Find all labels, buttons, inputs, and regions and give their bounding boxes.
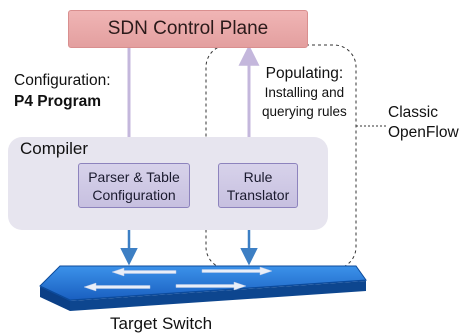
populating-title: Populating: — [265, 65, 344, 82]
populating-line2: querying rules — [262, 104, 347, 119]
rule-box-line1: Rule — [243, 168, 273, 185]
target-switch-icon — [39, 265, 367, 311]
classic-openflow-label: Classic OpenFlow — [388, 103, 459, 143]
p4-program-label: P4 Program — [14, 93, 102, 110]
parser-box-line2: Configuration — [92, 186, 176, 203]
classic-openflow-line1: Classic — [388, 104, 438, 121]
sdn-control-plane-box: SDN Control Plane — [68, 10, 308, 48]
configuration-label: Configuration: P4 Program — [14, 70, 111, 112]
rule-translator-box: Rule Translator — [218, 163, 298, 208]
openflow-dashed-region — [205, 44, 357, 270]
configuration-label-line1: Configuration: — [14, 72, 111, 89]
sdn-control-plane-label: SDN Control Plane — [107, 18, 269, 39]
classic-openflow-line2: OpenFlow — [388, 124, 459, 141]
populating-label: Populating: Installing and querying rule… — [262, 64, 347, 121]
parser-box-line1: Parser & Table — [88, 168, 180, 185]
compiler-label: Compiler — [20, 139, 89, 158]
target-switch-label: Target Switch — [110, 314, 213, 333]
populating-line1: Installing and — [264, 85, 345, 100]
rule-box-line2: Translator — [226, 186, 290, 203]
parser-table-config-box: Parser & Table Configuration — [78, 163, 190, 208]
